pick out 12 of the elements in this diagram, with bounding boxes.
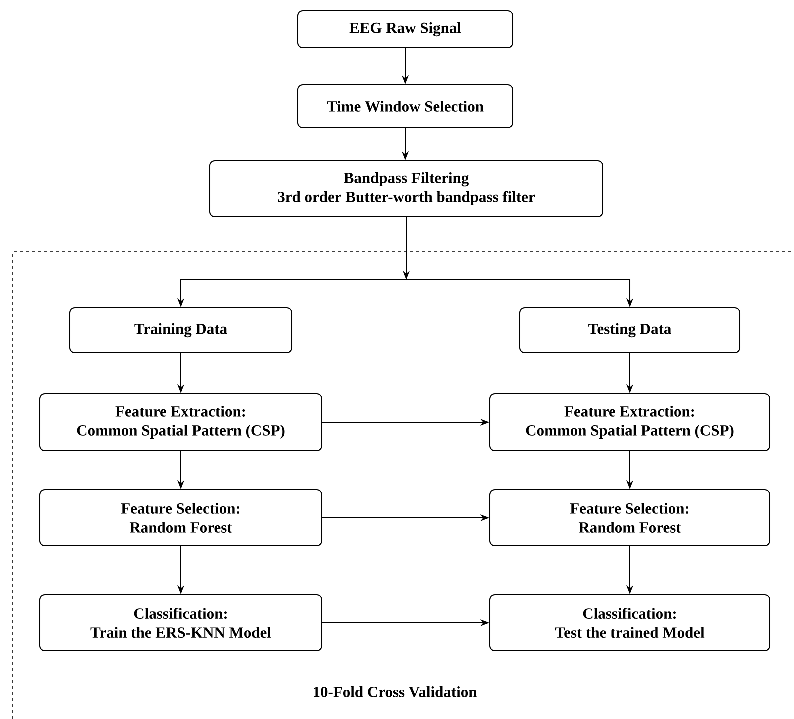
process-box: Feature Selection: Random Forest (40, 490, 322, 546)
process-box: Classification: Train the ERS-KNN Model (40, 594, 322, 652)
frame-label: 10-Fold Cross Validation (314, 686, 478, 698)
process-box: Classification: Test the trained Model (490, 594, 770, 652)
process-box: Feature Extraction: Common Spatial Pattern (CSP) (40, 394, 322, 452)
process-box: Feature Selection: Random Forest (490, 490, 770, 546)
process-box: Feature Extraction: Common Spatial Pattern (CSP) (490, 394, 770, 452)
process-box: Bandpass Filtering 3rd order Butter-worth bandpass filter (210, 160, 604, 218)
process-box: Training Data (70, 308, 292, 354)
process-box: EEG Raw Signal (298, 10, 514, 48)
process-box: Time Window Selection (298, 84, 514, 128)
process-box: Testing Data (520, 308, 740, 354)
